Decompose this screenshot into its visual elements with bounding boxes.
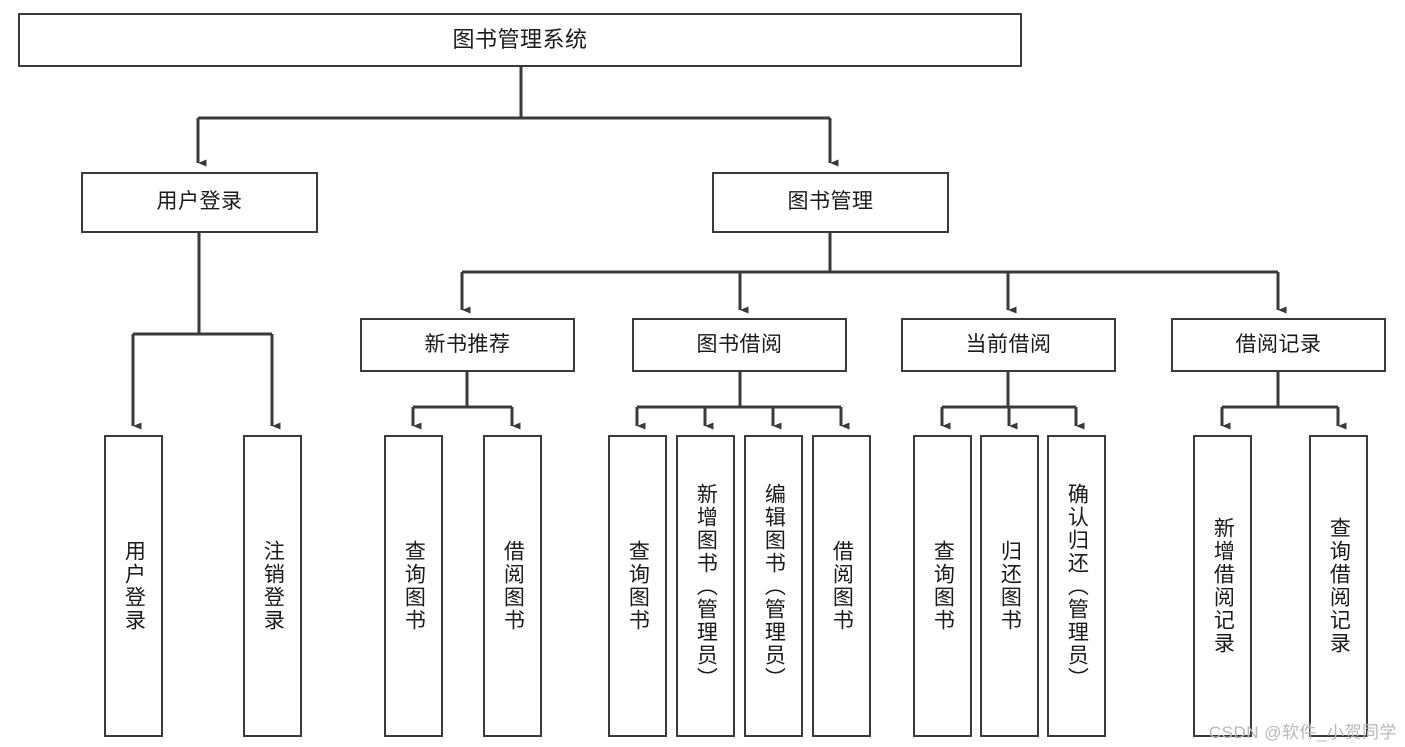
node-label: 确认归还（管理员） <box>1065 482 1089 690</box>
node-current-borrow[interactable]: 当前借阅 <box>901 318 1116 372</box>
node-label: 当前借阅 <box>965 332 1052 356</box>
book-manage-connectors <box>460 233 1287 314</box>
root-connectors <box>196 67 839 167</box>
node-label: 编辑图书（管理员） <box>762 482 786 690</box>
node-new-book-recommend[interactable]: 新书推荐 <box>360 318 575 372</box>
node-label: 查询图书 <box>626 540 650 632</box>
leaf-user-logout[interactable]: 注销登录 <box>243 435 302 737</box>
node-label: 借阅记录 <box>1235 332 1322 356</box>
leaf-borrow-edit-book[interactable]: 编辑图书（管理员） <box>744 435 803 737</box>
leaf-current-confirm-return[interactable]: 确认归还（管理员） <box>1047 435 1106 737</box>
user-login-connectors <box>131 233 281 430</box>
book-borrow-connectors <box>635 372 850 430</box>
leaf-borrow-borrow-book[interactable]: 借阅图书 <box>812 435 871 737</box>
leaf-newbook-query-book[interactable]: 查询图书 <box>384 435 443 737</box>
node-label: 新增图书（管理员） <box>694 482 718 690</box>
node-label: 新书推荐 <box>424 332 511 356</box>
node-label: 图书借阅 <box>696 332 783 356</box>
leaf-newbook-borrow-book[interactable]: 借阅图书 <box>483 435 542 737</box>
node-root-system[interactable]: 图书管理系统 <box>18 13 1022 67</box>
node-label: 归还图书 <box>998 540 1022 632</box>
leaf-record-add-record[interactable]: 新增借阅记录 <box>1193 435 1252 737</box>
node-label: 借阅图书 <box>501 540 525 632</box>
node-borrow-record[interactable]: 借阅记录 <box>1171 318 1386 372</box>
node-book-borrow[interactable]: 图书借阅 <box>632 318 847 372</box>
leaf-current-return-book[interactable]: 归还图书 <box>980 435 1039 737</box>
node-label: 查询图书 <box>402 540 426 632</box>
node-label: 新增借阅记录 <box>1211 517 1235 655</box>
node-label: 图书管理系统 <box>452 27 588 53</box>
node-label: 用户登录 <box>156 190 243 214</box>
node-label: 查询借阅记录 <box>1327 517 1351 655</box>
node-label: 用户登录 <box>122 540 146 632</box>
new-book-connectors <box>411 372 521 430</box>
node-user-login[interactable]: 用户登录 <box>81 172 318 233</box>
current-borrow-connectors <box>940 372 1085 430</box>
leaf-borrow-query-book[interactable]: 查询图书 <box>608 435 667 737</box>
node-label: 查询图书 <box>931 540 955 632</box>
node-book-management[interactable]: 图书管理 <box>712 172 949 233</box>
node-label: 图书管理 <box>787 190 874 214</box>
leaf-borrow-add-book[interactable]: 新增图书（管理员） <box>676 435 735 737</box>
leaf-user-login[interactable]: 用户登录 <box>104 435 163 737</box>
node-label: 借阅图书 <box>830 540 854 632</box>
node-label: 注销登录 <box>261 540 285 632</box>
leaf-current-query-book[interactable]: 查询图书 <box>913 435 972 737</box>
borrow-record-connectors <box>1220 372 1347 430</box>
leaf-record-query-record[interactable]: 查询借阅记录 <box>1309 435 1368 737</box>
